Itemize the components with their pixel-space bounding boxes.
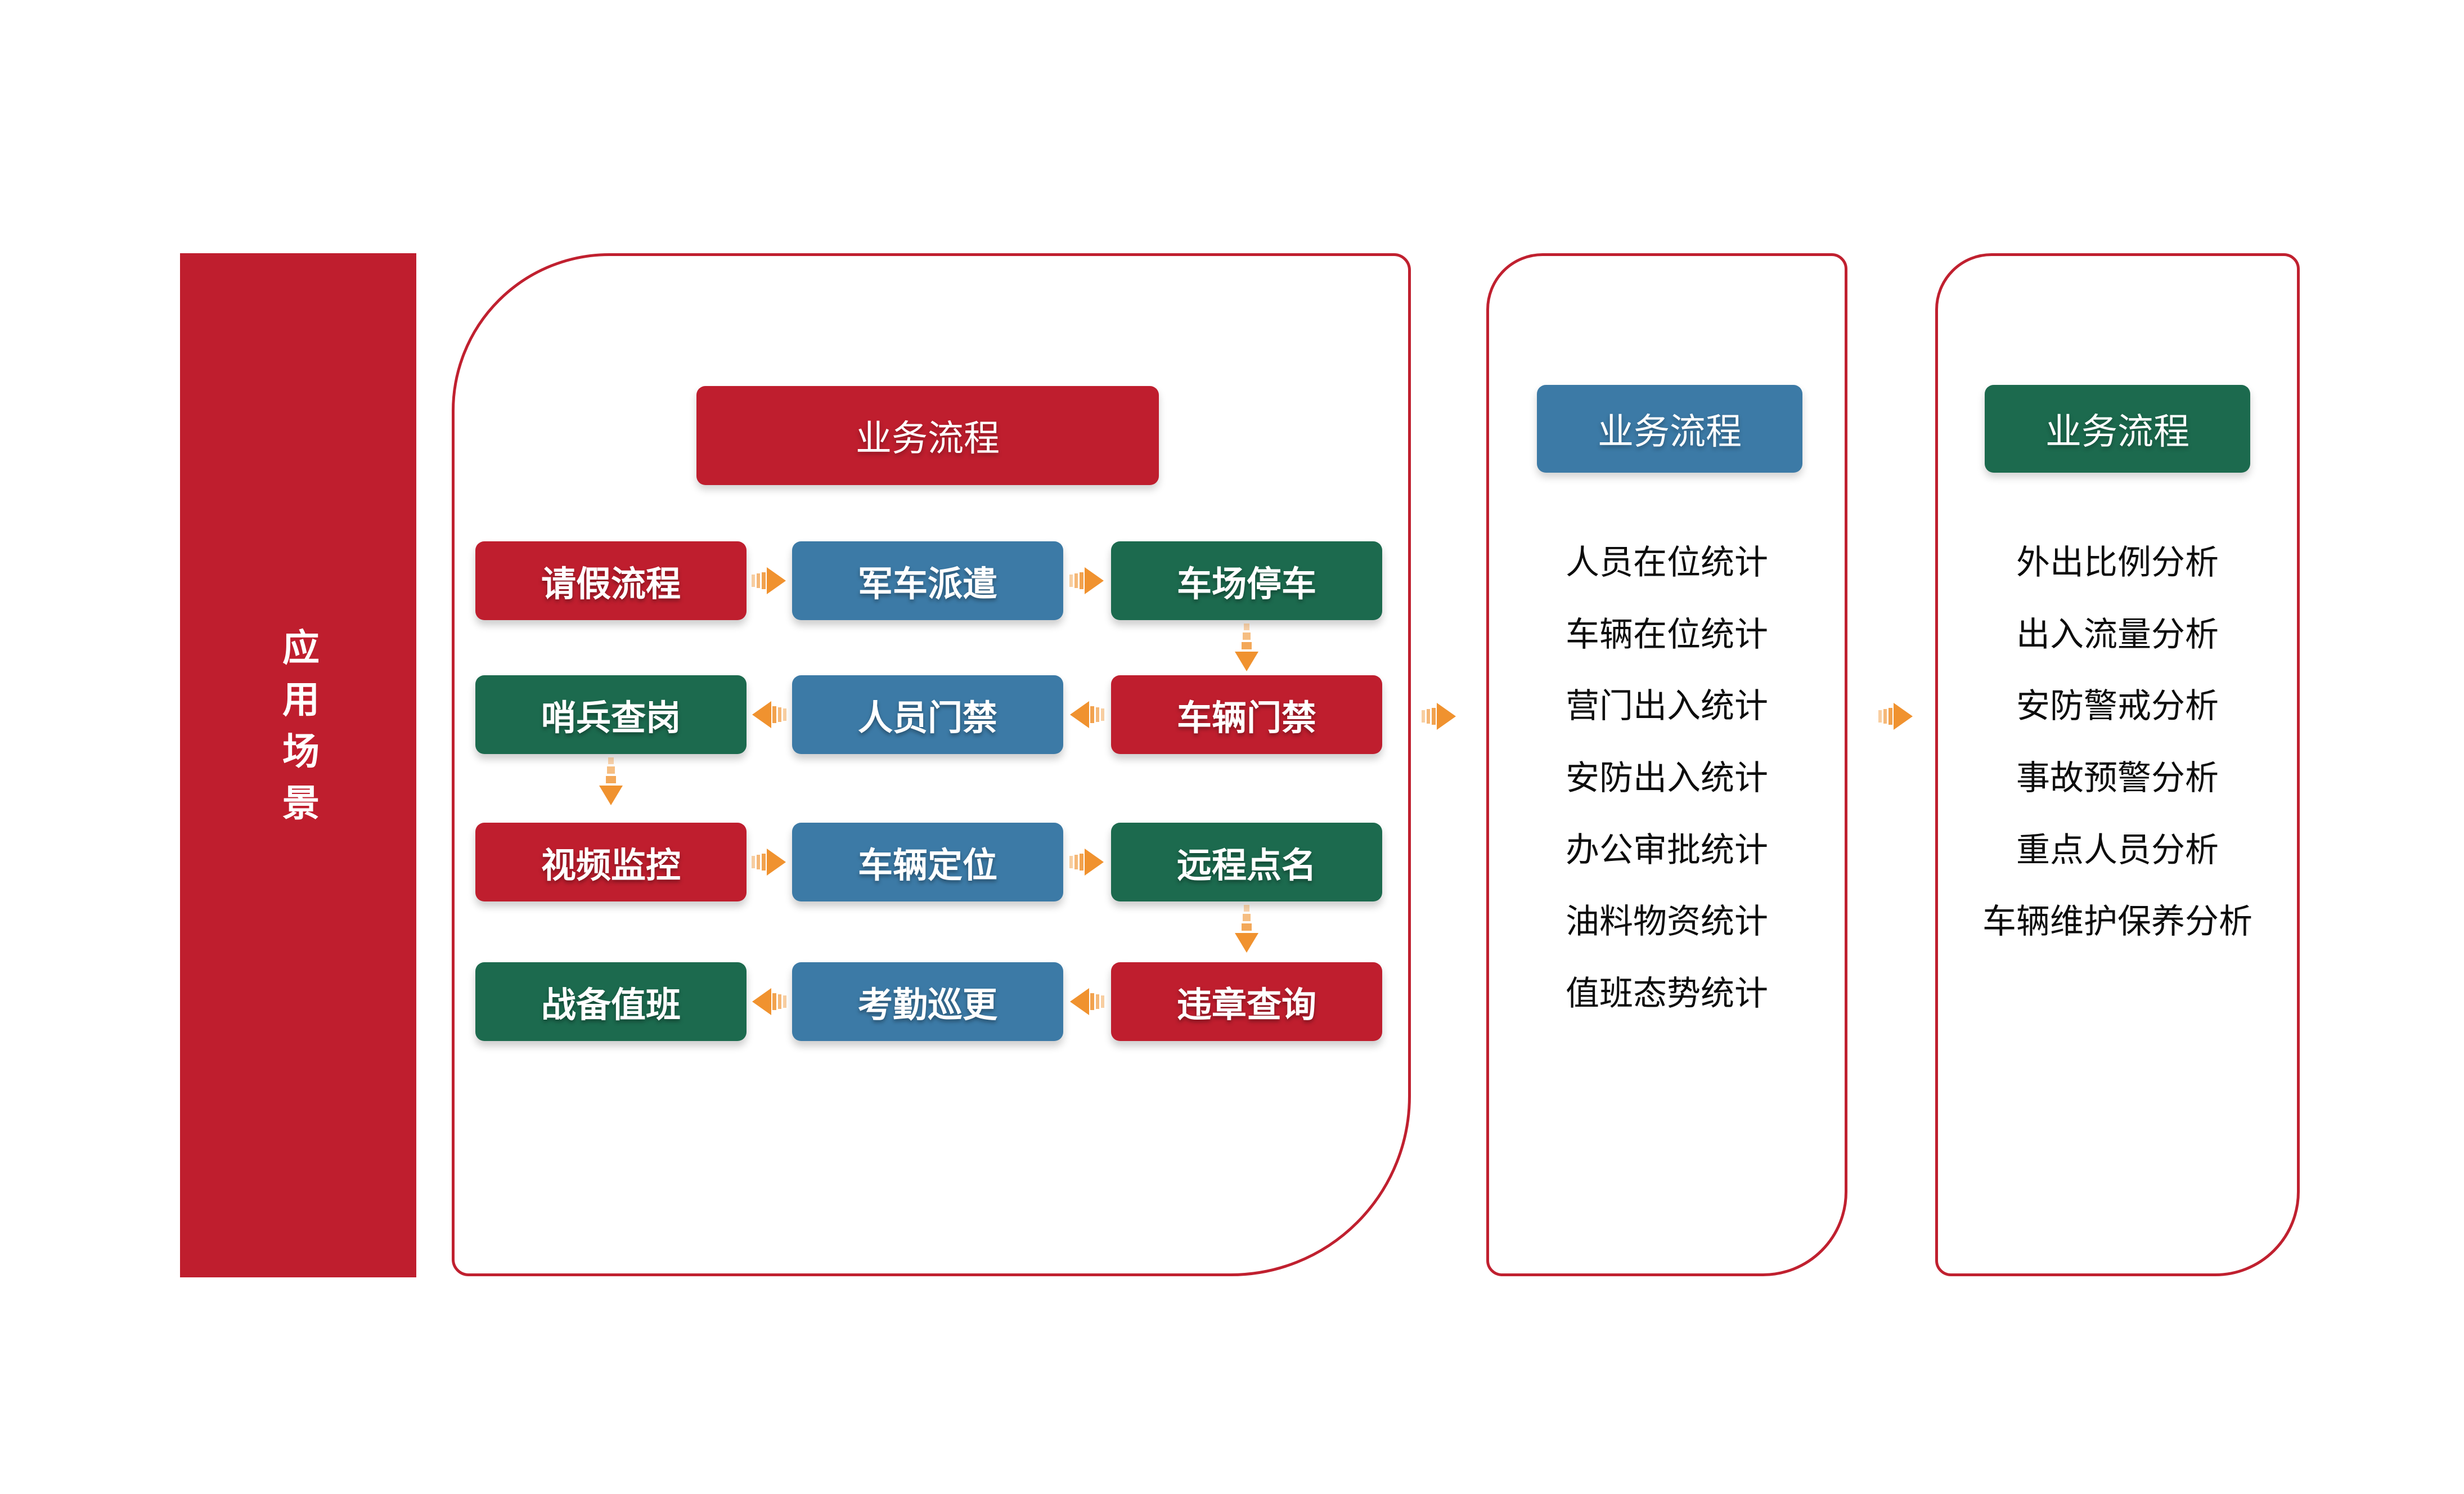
statistics-list-item: 人员在位统计 bbox=[1566, 544, 1768, 582]
flow-box-r2c1: 哨兵查岗 bbox=[475, 675, 747, 754]
statistics-list-item: 车辆在位统计 bbox=[1566, 615, 1768, 653]
flow-box-r4c2: 考勤巡更 bbox=[792, 962, 1063, 1041]
panel1-header: 业务流程 bbox=[696, 386, 1159, 485]
flow-arrow-right-icon bbox=[751, 566, 787, 596]
flow-box-r2c3: 车辆门禁 bbox=[1111, 675, 1382, 754]
panel2-header: 业务流程 bbox=[1537, 385, 1802, 473]
flow-arrow-right-icon bbox=[751, 847, 787, 877]
left-sidebar-label: 应用场景 bbox=[277, 628, 319, 835]
statistics-list-item: 安防出入统计 bbox=[1566, 759, 1768, 797]
flow-box-r2c2: 人员门禁 bbox=[792, 675, 1063, 754]
statistics-list-item: 油料物资统计 bbox=[1566, 903, 1768, 941]
flow-arrow-left-icon bbox=[751, 699, 787, 730]
flow-arrow-left-icon bbox=[1069, 986, 1105, 1017]
statistics-list: 人员在位统计车辆在位统计营门出入统计安防出入统计办公审批统计油料物资统计值班态势… bbox=[1492, 524, 1842, 1026]
flow-box-r1c3: 车场停车 bbox=[1111, 541, 1382, 620]
flow-box-r4c3: 违章查询 bbox=[1111, 962, 1382, 1041]
left-sidebar-application-scenarios: 应用场景 bbox=[180, 253, 416, 1277]
flow-arrow-left-icon bbox=[751, 986, 787, 1017]
analysis-list-item: 外出比例分析 bbox=[2016, 544, 2219, 582]
analysis-list-item: 事故预警分析 bbox=[2016, 759, 2219, 797]
analysis-list-item: 车辆维护保养分析 bbox=[1982, 903, 2252, 941]
panel3-header: 业务流程 bbox=[1985, 385, 2250, 473]
analysis-list: 外出比例分析出入流量分析安防警戒分析事故预警分析重点人员分析车辆维护保养分析 bbox=[1941, 524, 2294, 955]
arrow-panel2-to-panel3-icon bbox=[1878, 701, 1914, 732]
analysis-list-item: 安防警戒分析 bbox=[2016, 687, 2219, 725]
arrow-panel1-to-panel2-icon bbox=[1421, 701, 1457, 732]
statistics-list-item: 值班态势统计 bbox=[1566, 974, 1768, 1012]
statistics-list-item: 营门出入统计 bbox=[1566, 687, 1768, 725]
flow-arrow-down-icon bbox=[597, 757, 625, 819]
analysis-list-item: 出入流量分析 bbox=[2016, 615, 2219, 653]
analysis-list-item: 重点人员分析 bbox=[2016, 831, 2219, 869]
flow-box-r4c1: 战备值班 bbox=[475, 962, 747, 1041]
flow-arrow-down-icon bbox=[1233, 905, 1261, 959]
flow-arrow-left-icon bbox=[1069, 699, 1105, 730]
flow-arrow-down-icon bbox=[1233, 623, 1261, 672]
flow-arrow-right-icon bbox=[1069, 566, 1105, 596]
flow-box-r1c1: 请假流程 bbox=[475, 541, 747, 620]
flow-box-r1c2: 军车派遣 bbox=[792, 541, 1063, 620]
statistics-list-item: 办公审批统计 bbox=[1566, 831, 1768, 869]
flow-box-r3c2: 车辆定位 bbox=[792, 823, 1063, 901]
flow-box-r3c3: 远程点名 bbox=[1111, 823, 1382, 901]
flow-box-r3c1: 视频监控 bbox=[475, 823, 747, 901]
flow-arrow-right-icon bbox=[1069, 847, 1105, 877]
